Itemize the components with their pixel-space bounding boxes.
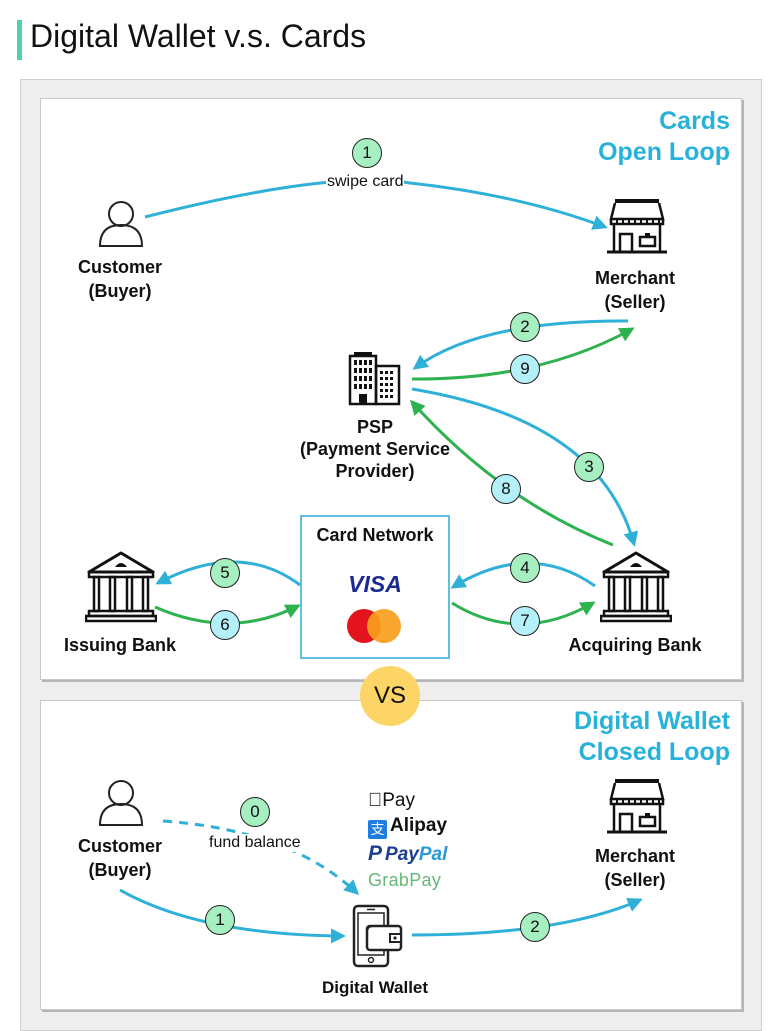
merchant-label-line2: (Seller) <box>604 292 666 312</box>
cards-heading-line2: Open Loop <box>598 138 730 166</box>
bank-icon <box>600 551 672 623</box>
psp-label-line2: (Payment Service <box>299 439 451 459</box>
merchant-label: Merchant (Seller) <box>565 266 705 314</box>
wallet-step-badge-2: 2 <box>520 912 550 942</box>
storefront-icon <box>607 779 667 834</box>
bank-icon <box>85 551 157 623</box>
psp-label-line1: PSP <box>356 417 394 437</box>
title-accent-bar <box>17 20 22 60</box>
office-building-icon <box>348 352 401 406</box>
step-badge-9: 9 <box>510 354 540 384</box>
customer-label-line2: (Buyer) <box>88 281 152 301</box>
apple-icon:  <box>368 790 382 811</box>
step-badge-8: 8 <box>491 474 521 504</box>
swipe-card-label: swipe card <box>326 173 405 191</box>
step-badge-3: 3 <box>574 452 604 482</box>
customer-label-line1: Customer <box>77 257 162 277</box>
step-badge-1: 1 <box>352 138 382 168</box>
wallet-heading: Digital Wallet Closed Loop <box>440 706 730 768</box>
paypal-icon: P <box>368 842 383 865</box>
arrow-step-1-swipe-card <box>144 178 608 230</box>
apple-pay-text: Pay <box>368 790 415 811</box>
step-badge-6: 6 <box>210 610 240 640</box>
psp-label: PSP (Payment Service Provider) <box>290 416 460 482</box>
grabpay-logo: GrabPay <box>368 870 442 890</box>
alipay-text: Alipay <box>390 815 448 836</box>
issuing-bank-label: Issuing Bank <box>63 635 177 655</box>
acquiring-bank-label: Acquiring Bank <box>568 635 702 655</box>
arrow-step-0-fund-balance <box>162 819 360 896</box>
customer-label: Customer (Buyer) <box>50 255 190 303</box>
visa-logo: VISA <box>348 571 402 597</box>
wallet-heading-line2: Closed Loop <box>578 738 730 766</box>
cards-heading-line1: Cards <box>659 107 730 135</box>
apple-pay-logo: Pay <box>368 790 415 812</box>
storefront-icon <box>607 199 667 254</box>
page-title: Digital Wallet v.s. Cards <box>30 18 367 54</box>
wallet-panel <box>40 700 742 1010</box>
step-badge-7: 7 <box>510 606 540 636</box>
alipay-icon: 支 <box>368 820 387 839</box>
wallet-heading-line1: Digital Wallet <box>573 707 730 735</box>
person-icon <box>98 201 144 247</box>
wallet-customer-label-line2: (Buyer) <box>88 860 152 880</box>
merchant-label-line1: Merchant <box>594 268 675 288</box>
wallet-merchant-label-line2: (Seller) <box>604 870 666 890</box>
wallet-customer-label-line1: Customer <box>77 836 162 856</box>
psp-label-line3: Provider) <box>335 461 415 481</box>
wallet-customer-label: Customer (Buyer) <box>50 834 190 882</box>
wallet-merchant-label: Merchant (Seller) <box>565 844 705 892</box>
step-badge-4: 4 <box>510 553 540 583</box>
person-icon <box>98 780 144 826</box>
step-badge-2: 2 <box>510 312 540 342</box>
step-badge-5: 5 <box>210 558 240 588</box>
arrow-step-3 <box>411 387 639 547</box>
cards-heading: Cards Open Loop <box>480 106 730 168</box>
digital-wallet-label: Digital Wallet <box>321 978 429 997</box>
paypal-text-a: Pay <box>385 844 419 865</box>
phone-wallet-icon <box>352 904 403 968</box>
card-network-box: Card Network VISA <box>300 515 450 659</box>
paypal-text-b: Pal <box>418 844 448 865</box>
fund-balance-label: fund balance <box>208 834 302 852</box>
wallet-step-badge-1: 1 <box>205 905 235 935</box>
card-network-title: Card Network <box>316 525 434 545</box>
arrow-step-2 <box>412 319 629 370</box>
mastercard-logo-orange <box>367 609 401 643</box>
wallet-merchant-label-line1: Merchant <box>594 846 675 866</box>
vs-badge: VS <box>360 666 420 726</box>
wallet-step-badge-0: 0 <box>240 797 270 827</box>
